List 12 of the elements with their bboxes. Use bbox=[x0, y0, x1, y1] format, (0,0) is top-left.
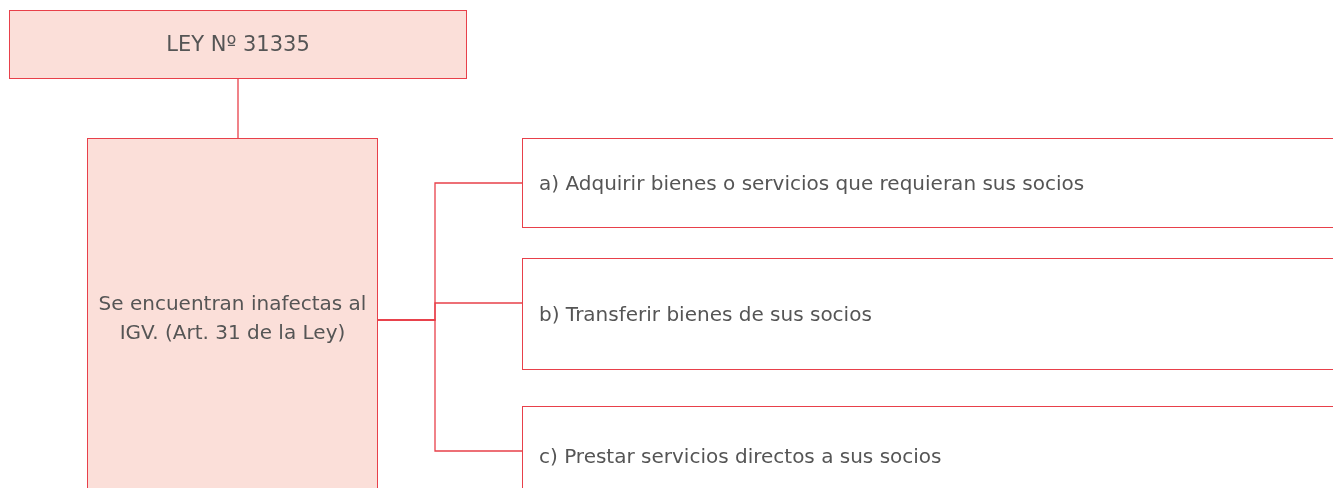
box-text: Se encuentran inafectas al IGV. (Art. 31 de la Ley) bbox=[97, 290, 368, 346]
box-text: c) Prestar servicios directos a sus socios bbox=[539, 442, 942, 470]
option-box bbox=[522, 138, 1333, 228]
box-text: b) Transferir bienes de sus socios bbox=[539, 300, 872, 328]
connector-line bbox=[237, 78, 239, 139]
text-box bbox=[87, 138, 378, 488]
text-box bbox=[9, 10, 467, 79]
box-text: LEY Nº 31335 bbox=[166, 31, 310, 59]
option-box bbox=[522, 406, 1333, 488]
connector-line bbox=[377, 319, 523, 452]
box-text: a) Adquirir bienes o servicios que requieran sus socios bbox=[539, 169, 1085, 197]
option-box bbox=[522, 258, 1333, 370]
